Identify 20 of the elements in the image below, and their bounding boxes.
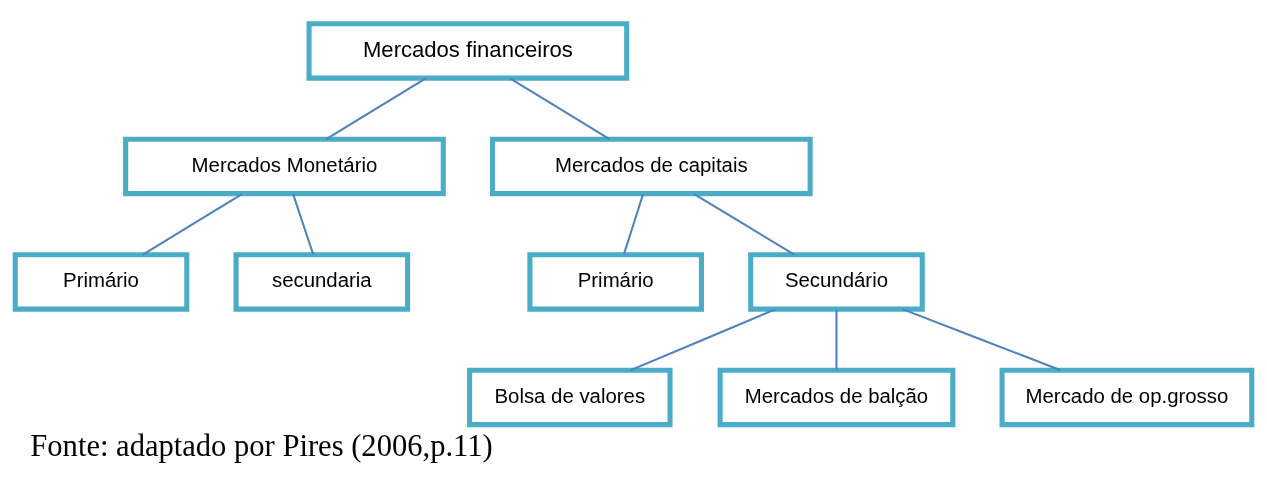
node-box: Mercados de capitais: [489, 136, 813, 196]
node-box: Secundário: [748, 251, 925, 312]
node-box: Bolsa de valores: [467, 367, 673, 427]
node-box: secundaria: [233, 251, 411, 312]
connector: [509, 77, 610, 140]
node-box: Mercados financeiros: [306, 20, 630, 81]
connector: [693, 192, 795, 256]
connector: [292, 193, 315, 255]
connector: [835, 309, 838, 370]
node-box: Mercado de op.grosso: [999, 367, 1255, 427]
node-box: Mercados de balção: [717, 367, 956, 427]
node-box: Primário: [527, 251, 704, 312]
caption: Fonte: adaptado por Pires (2006,p.11): [30, 428, 493, 463]
connector: [902, 307, 1061, 371]
node-box: Mercados Monetário: [123, 136, 446, 196]
connector: [630, 307, 776, 371]
connector: [325, 77, 427, 140]
connector: [142, 192, 243, 256]
connector: [622, 193, 645, 255]
node-box: Primário: [12, 251, 190, 312]
